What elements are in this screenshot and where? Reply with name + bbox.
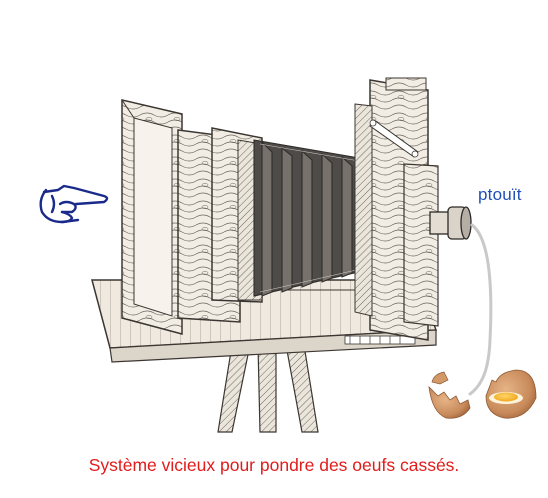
rear-standard (354, 77, 439, 341)
front-standard (121, 99, 183, 335)
broken-egg-icon (428, 369, 537, 419)
pointing-hand-icon (39, 184, 109, 224)
ptouit-label: ptouït (478, 185, 522, 204)
output-cord (468, 223, 493, 396)
caption: Système vicieux pour pondre des oeufs ca… (88, 455, 460, 475)
tripod (217, 344, 319, 433)
middle-frame (177, 127, 263, 323)
lens-knob-icon (429, 206, 472, 240)
